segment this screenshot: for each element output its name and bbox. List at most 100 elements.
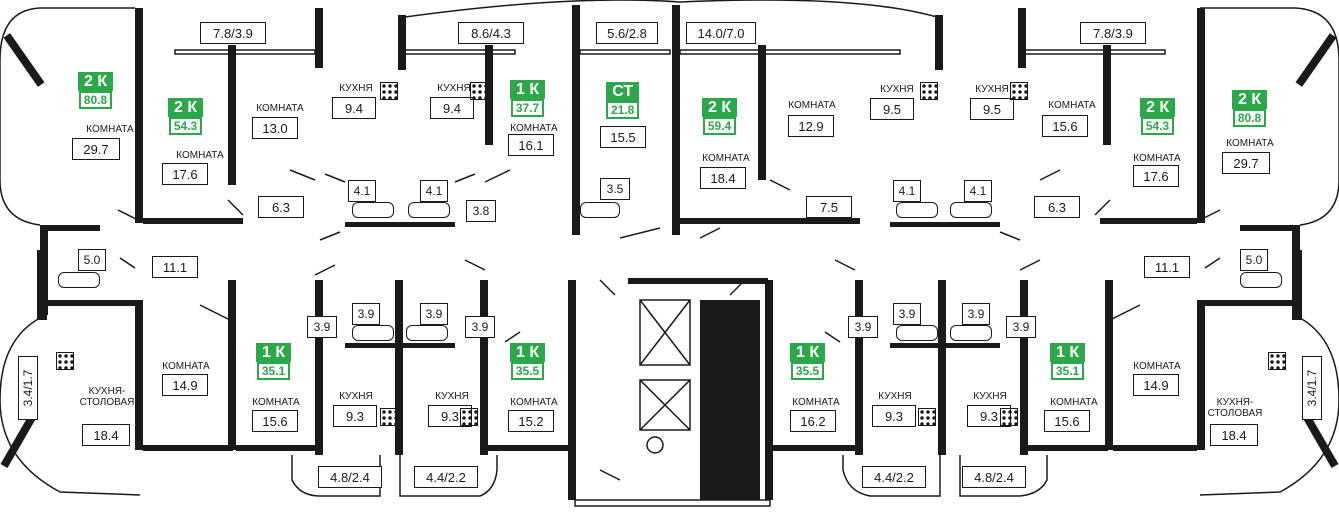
room-label: КОМНАТА	[1048, 100, 1096, 111]
room-area: 18.4	[700, 167, 746, 189]
balcony-area-label: 5.6/2.8	[596, 22, 658, 44]
area-label: 3.9	[352, 303, 380, 325]
kitchen-label: КУХНЯ	[878, 391, 912, 402]
room-area: 9.4	[430, 97, 474, 119]
kitchen-dining-label: КУХНЯ-	[1216, 397, 1254, 408]
bathtub-icon	[58, 272, 100, 288]
room-label: КОМНАТА	[1133, 361, 1181, 372]
area-label: 4.1	[348, 180, 376, 202]
bathtub-icon	[950, 325, 992, 341]
balcony-area-label: 7.8/3.9	[200, 22, 266, 44]
room-label: КОМНАТА	[1050, 397, 1098, 408]
room-area: 12.9	[788, 115, 834, 137]
bathtub-icon	[896, 202, 938, 218]
stove-icon	[1000, 408, 1018, 426]
room-area: 18.4	[1210, 424, 1258, 446]
room-label: КОМНАТА	[176, 150, 224, 161]
stove-icon	[380, 82, 398, 100]
side-balcony-label: 3.4/1.7	[1302, 356, 1322, 420]
room-area: 15.2	[508, 410, 554, 432]
kitchen-dining-label: КУХНЯ-	[88, 386, 126, 397]
room-label: КОМНАТА	[162, 361, 210, 372]
stove-icon	[1010, 82, 1028, 100]
balcony-area-label: 7.8/3.9	[1080, 22, 1146, 44]
room-area: 14.9	[1133, 374, 1179, 396]
area-label: 4.1	[420, 180, 448, 202]
side-balcony-label: 3.4/1.7	[18, 356, 38, 420]
bathtub-icon	[352, 325, 394, 341]
room-area: 17.6	[162, 163, 208, 185]
area-label: 7.5	[806, 196, 852, 218]
bathtub-icon	[1240, 272, 1282, 288]
kitchen-label: КУХНЯ	[437, 83, 471, 94]
room-label: КОМНАТА	[1133, 153, 1181, 164]
bathtub-icon	[352, 202, 394, 218]
area-label: 4.1	[893, 180, 921, 202]
room-area: 29.7	[72, 138, 120, 160]
balcony-area-label: 4.4/2.2	[862, 466, 926, 488]
area-label: 3.9	[848, 316, 878, 338]
room-area: 17.6	[1133, 165, 1179, 187]
kitchen-label: КУХНЯ	[973, 391, 1007, 402]
room-label: КОМНАТА	[1226, 138, 1274, 149]
area-label: 4.1	[964, 180, 992, 202]
room-area: 9.3	[333, 405, 377, 427]
room-area: 16.1	[508, 134, 554, 156]
area-label: 5.0	[78, 249, 106, 271]
balcony-area-label: 4.4/2.2	[414, 466, 478, 488]
room-area: 15.6	[1042, 115, 1088, 137]
room-area: 9.5	[870, 98, 914, 120]
room-area: 9.5	[970, 98, 1014, 120]
room-area: 18.4	[82, 424, 130, 446]
stove-icon	[918, 408, 936, 426]
room-area: 16.2	[790, 410, 836, 432]
room-area: 29.7	[1222, 152, 1270, 174]
stove-icon	[1268, 352, 1286, 370]
bathtub-icon	[896, 325, 938, 341]
room-area: 15.6	[252, 410, 298, 432]
balcony-area-label: 8.6/4.3	[458, 22, 524, 44]
area-label: 6.3	[1034, 196, 1080, 218]
area-label: 6.3	[258, 196, 304, 218]
room-area: 13.0	[252, 117, 298, 139]
balcony-area-label: 4.8/2.4	[318, 466, 382, 488]
room-label: КОМНАТА	[510, 397, 558, 408]
area-label: 5.0	[1240, 249, 1268, 271]
area-label: 3.9	[1006, 316, 1036, 338]
area-label: 3.8	[466, 200, 496, 222]
balcony-area-label: 4.8/2.4	[962, 466, 1026, 488]
stove-icon	[460, 408, 478, 426]
area-label: 3.9	[893, 303, 921, 325]
kitchen-label: КУХНЯ	[880, 84, 914, 95]
kitchen-dining-label: СТОЛОВАЯ	[1207, 408, 1263, 419]
kitchen-label: КУХНЯ	[339, 391, 373, 402]
room-label: КОМНАТА	[510, 123, 558, 134]
area-label: 3.9	[962, 303, 990, 325]
room-area: 9.3	[872, 405, 916, 427]
room-label: КОМНАТА	[792, 397, 840, 408]
kitchen-label: КУХНЯ	[435, 391, 469, 402]
stove-icon	[56, 352, 74, 370]
room-area: 15.5	[600, 126, 646, 148]
stove-icon	[470, 82, 488, 100]
room-area: 9.4	[332, 97, 376, 119]
stove-icon	[380, 408, 398, 426]
area-label: 11.1	[1144, 256, 1190, 278]
area-label: 3.9	[465, 316, 495, 338]
bathtub-icon	[950, 202, 992, 218]
kitchen-label: КУХНЯ	[975, 84, 1009, 95]
room-label: КОМНАТА	[256, 103, 304, 114]
area-label: 3.9	[420, 303, 448, 325]
room-label: КОМНАТА	[702, 153, 750, 164]
